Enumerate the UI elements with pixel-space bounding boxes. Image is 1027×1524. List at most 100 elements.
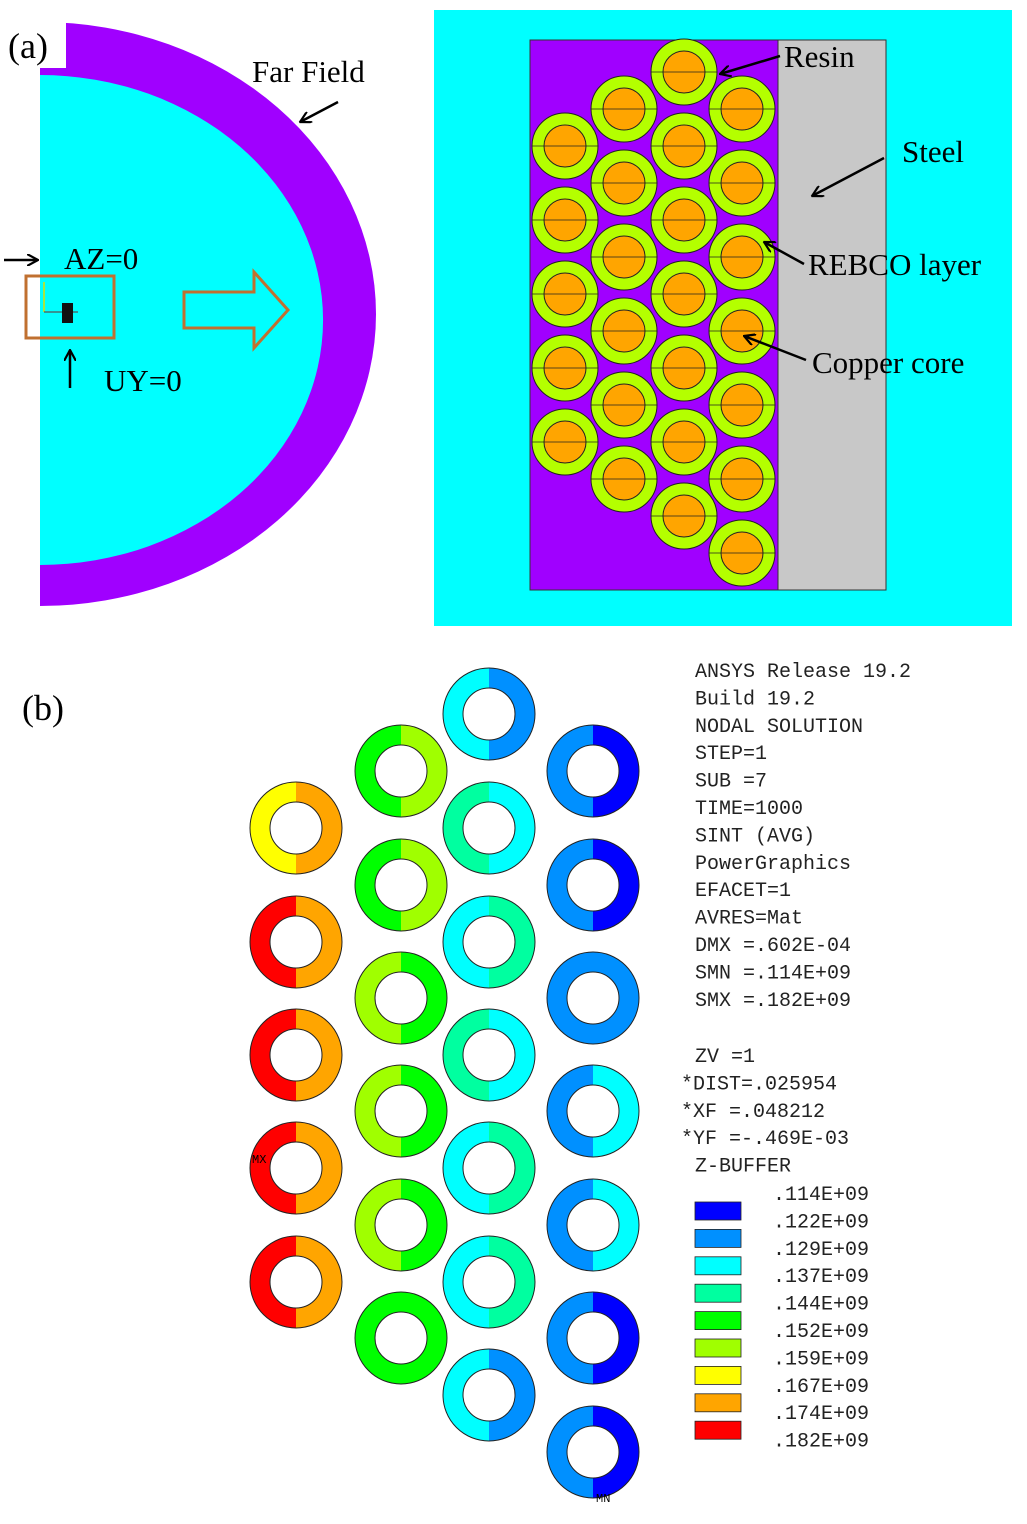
conductor: [650, 186, 718, 254]
ring-inner-edge: [269, 1255, 323, 1309]
info-line: Build 19.2: [695, 688, 815, 711]
ring-outer-edge: [249, 1235, 343, 1329]
conductor: [590, 75, 658, 143]
rebco-label: REBCO layer: [808, 247, 982, 282]
view-line: Z-BUFFER: [695, 1156, 791, 1179]
ring-band-secondary: [488, 1349, 535, 1441]
stress-ring: [249, 1008, 343, 1102]
view-line: ZV =1: [695, 1046, 755, 1069]
stress-ring: [546, 838, 640, 932]
ring-inner-edge: [374, 1084, 428, 1138]
uy-label: UY=0: [104, 363, 182, 398]
stress-ring: [442, 1008, 536, 1102]
legend-swatch: [694, 1393, 742, 1413]
ring-outer-edge: [546, 1178, 640, 1272]
stress-ring: [354, 951, 448, 1045]
legend-value: .114E+09: [773, 1184, 869, 1207]
info-line: SUB =7: [695, 771, 767, 794]
info-line: TIME=1000: [695, 798, 803, 821]
legend-value: .167E+09: [773, 1376, 869, 1399]
ring-inner-edge: [462, 687, 516, 741]
conductor: [590, 149, 658, 217]
stress-ring: [546, 1064, 640, 1158]
ring-inner-edge: [462, 1141, 516, 1195]
info-line: PowerGraphics: [695, 853, 851, 876]
stress-ring: [442, 895, 536, 989]
ring-inner-edge: [374, 971, 428, 1025]
ring-inner-edge: [374, 744, 428, 798]
zoom-arrow: [182, 268, 291, 352]
ring-outer-edge: [546, 838, 640, 932]
ring-outer-edge: [546, 724, 640, 818]
ring-inner-edge: [374, 858, 428, 912]
far-field-label: Far Field: [252, 54, 365, 89]
copper-arrow: [744, 336, 807, 362]
mn-marker: MN: [596, 1492, 610, 1506]
conductor: [650, 112, 718, 180]
stress-rings: [249, 667, 640, 1499]
ring-band-secondary: [400, 1065, 447, 1157]
ring-inner-edge: [374, 1311, 428, 1365]
legend-swatch: [694, 1338, 742, 1358]
ring-inner-edge: [566, 1425, 620, 1479]
ring-band-secondary: [400, 952, 447, 1044]
coil-region-box: [24, 274, 116, 340]
resin-arrow: [720, 54, 781, 74]
ring-outer-edge: [442, 1121, 536, 1215]
legend-swatch: [694, 1311, 742, 1330]
steel-label: Steel: [902, 134, 964, 169]
stress-ring: [442, 667, 536, 761]
ring-band-secondary: [592, 1179, 639, 1271]
stress-ring: [546, 1405, 640, 1499]
legend-swatch: [694, 1366, 742, 1385]
ring-inner-edge: [566, 1311, 620, 1365]
ring-outer-edge: [249, 781, 343, 875]
ring-band-secondary: [400, 839, 447, 931]
conductor: [708, 75, 776, 143]
view-line: *DIST=.025954: [681, 1073, 837, 1096]
view-line: *YF =-.469E-03: [681, 1128, 849, 1151]
conductor: [708, 149, 776, 217]
ring-band-secondary: [592, 725, 639, 817]
legend-value: .152E+09: [773, 1321, 869, 1344]
stress-ring: [249, 781, 343, 875]
stress-ring: [546, 1291, 640, 1385]
ring-outer-edge: [249, 895, 343, 989]
legend-swatch: [694, 1256, 742, 1276]
ring-band-secondary: [488, 896, 535, 988]
info-line: NODAL SOLUTION: [695, 716, 863, 739]
ring-outer-edge: [546, 1405, 640, 1499]
ring-band-secondary: [488, 782, 535, 874]
stress-ring: [249, 1235, 343, 1329]
info-line: SINT (AVG): [695, 825, 815, 848]
legend-value: .129E+09: [773, 1239, 869, 1262]
conductor: [650, 482, 718, 550]
ring-inner-edge: [374, 1198, 428, 1252]
ring-band-secondary: [592, 1292, 639, 1384]
legend-swatch: [694, 1229, 742, 1248]
legend-value: .182E+09: [773, 1431, 869, 1454]
stress-ring: [546, 724, 640, 818]
ring-band-secondary: [592, 1065, 639, 1157]
ring-outer-edge: [354, 1291, 448, 1385]
ring-band-secondary: [488, 668, 535, 760]
legend-swatch: [694, 1420, 742, 1440]
info-line: STEP=1: [695, 743, 767, 766]
coil-cross-section: Resin Steel REBCO layer Copper core: [434, 10, 1012, 626]
ring-outer-edge: [354, 1178, 448, 1272]
ring-inner-edge: [566, 971, 620, 1025]
conductor: [708, 371, 776, 439]
conductor: [590, 297, 658, 365]
ring-outer-edge: [546, 1064, 640, 1158]
stress-ring: [354, 1291, 448, 1385]
view-line: *XF =.048212: [681, 1101, 825, 1124]
stress-ring: [546, 951, 640, 1045]
far-field-model: (a) Far Field AZ=0 UY=0: [2, 20, 376, 606]
stress-ring: [354, 838, 448, 932]
ring-inner-edge: [566, 744, 620, 798]
mx-marker: MX: [252, 1153, 266, 1167]
stress-ring: [354, 1064, 448, 1158]
ring-inner-edge: [462, 915, 516, 969]
legend-swatch: [694, 1201, 742, 1221]
